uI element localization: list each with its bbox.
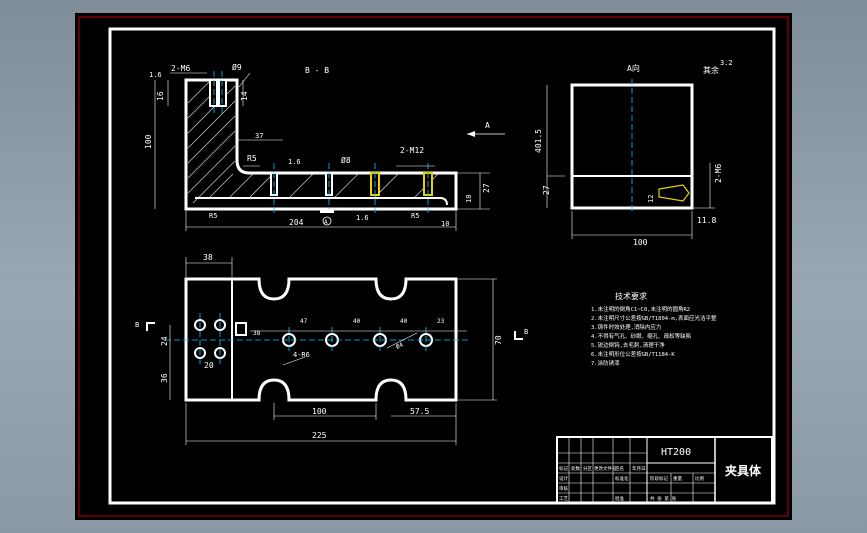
datum-a-circle [322,216,332,226]
dim-100-plan: 100 [312,407,327,416]
dim-100-a: 100 [633,238,648,247]
roughness-value: 3.2 [720,59,733,67]
dim-12-a: 12 [647,195,655,203]
roughness-note: 其余 [703,65,719,75]
dim-16: 16 [156,91,165,101]
a-view-dimensions [546,85,715,239]
title-cell: 比例 [695,475,704,482]
dim-24: 24 [160,336,169,346]
dim-thread-a: 2-M6 [714,164,723,183]
radius-bottom-right: R5 [411,212,419,220]
dim-70: 70 [494,335,503,345]
dim-100-vertical: 100 [144,134,153,149]
dim-11-a: 11.8 [697,216,716,225]
dim-38b: 38 [253,330,261,337]
title-block-cells: 标记 处数 分区 更改文件号 签名 年月日 设计 标准化 阶段标记 重量 比例 … [559,465,704,502]
plan-dimensions [169,257,497,445]
dim-38: 38 [203,253,213,262]
section-dimensions [154,72,490,231]
tech-note-line: 3.铸件时效处理,消除内应力 [591,323,661,331]
section-marker-left [146,322,155,331]
outer-trim [78,16,789,517]
dim-10-section: 10 [465,195,473,203]
title-cell: 共 张 第 张 [650,495,677,502]
plan-holes [194,319,433,359]
title-cell: 签名 [615,465,624,472]
title-material: HT200 [661,447,691,458]
dim-diameter-mid: Ø8 [341,155,351,165]
dim-10-right: 10 [441,220,449,228]
marker-b-left: B [135,321,139,329]
drawing-viewport[interactable]: 2-M6 Ø9 1.6 B - B 16 14 100 37 R5 1.6 Ø8… [75,13,792,520]
title-part-name: 夹具体 [725,463,762,478]
tech-note-line: 6.未注明形位公差按GB/T1184-K [591,350,675,358]
dim-401: 401.5 [534,129,543,153]
marker-b-right: B [524,328,528,336]
dim-thread-top: 2-M6 [171,64,190,73]
drawing-frame [108,27,776,505]
datum-bar [320,209,334,213]
dim-225: 225 [312,431,327,440]
tech-note-line: 2.未注明尺寸公差按GB/T1804-m,表面应光洁平整 [591,314,717,322]
dim-23: 23 [437,318,445,325]
plan-outline [184,277,458,402]
dim-36: 36 [160,373,169,383]
dim-diameter-top: Ø9 [232,62,242,72]
tech-note-line: 5.锐边倒钝,去毛刺,清理干净 [591,341,665,349]
radius-r5: R5 [247,154,257,163]
plan-centerlines [165,313,470,365]
a-view-label: A向 [627,63,640,73]
title-cell: 标记 [559,465,568,472]
dim-204: 204 [289,218,304,227]
phi-note: Ø4 [395,341,405,351]
dim-20: 20 [204,361,214,370]
title-block[interactable] [556,436,773,504]
tech-note-line: 7.涂防锈漆 [591,359,620,367]
dim-47: 47 [300,318,308,325]
dim-27-section: 27 [482,183,491,193]
plan-slot [235,322,247,336]
title-cell: 标准化 [615,475,629,482]
dim-37: 37 [255,132,263,140]
roughness-mid: 1.6 [288,158,301,166]
title-cell: 批准 [615,495,624,502]
title-cell: 年月日 [632,465,646,472]
radius-bottom-left: R5 [209,212,217,220]
radius-note: 4-R6 [293,351,310,359]
title-block-frame [556,436,773,504]
title-cell: 设计 [559,475,568,482]
tech-note-line: 4.不得有气孔、砂眼、缩孔、疏松等缺陷 [591,332,691,340]
section-marker-right [514,331,523,340]
roughness-bottom: 1.6 [356,214,369,222]
title-cell: 处数 [571,465,580,472]
title-cell: 工艺 [559,496,568,502]
plan-view[interactable] [184,277,458,402]
section-view-b-b[interactable] [184,78,458,211]
title-cell: 分区 [583,465,592,472]
title-cell: 阶段标记 [650,475,668,482]
title-cell: 审核 [559,485,568,492]
svg-text:A: A [485,121,490,130]
dim-40a: 40 [353,318,361,325]
tech-notes-title: 技术要求 [615,291,647,301]
tech-note-line: 1.未注明的倒角C1~C0,未注明的圆角R2 [591,305,690,313]
tech-notes: 技术要求 1.未注明的倒角C1~C0,未注明的圆角R2 2.未注明尺寸公差按GB… [591,291,717,367]
section-channel [195,197,448,206]
section-centerlines [213,71,429,213]
datum-a-letter: A [324,219,328,226]
section-outline [184,78,458,211]
cad-drawing: 2-M6 Ø9 1.6 B - B 16 14 100 37 R5 1.6 Ø8… [78,16,789,517]
dim-14: 14 [240,91,249,101]
dim-27-a: 27 [542,185,551,195]
section-label: B - B [305,66,329,75]
section-hatch [187,80,439,204]
dim-thread-right: 2-M12 [400,146,424,155]
title-cell: 重量 [673,475,682,482]
view-arrow-a: A [467,121,505,137]
a-view-thread-hole [658,184,690,202]
title-cell: 更改文件号 [594,465,617,472]
roughness-top: 1.6 [149,71,162,79]
dim-40b: 40 [400,318,408,325]
dim-57: 57.5 [410,407,429,416]
